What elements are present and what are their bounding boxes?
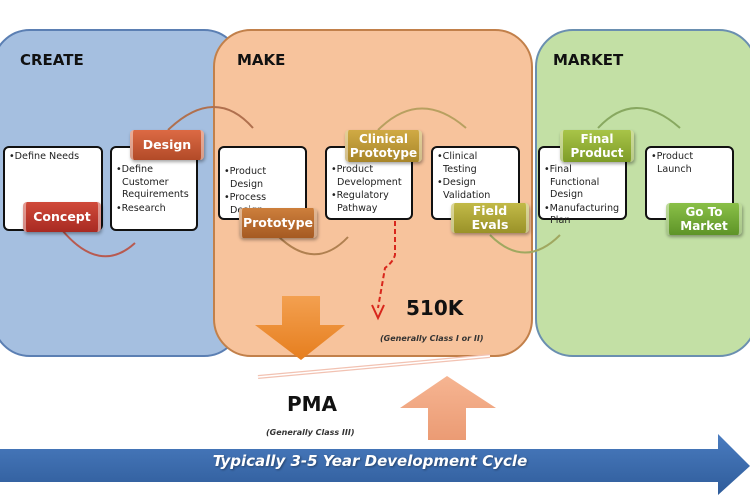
pma-down-arrow — [255, 296, 345, 360]
phase-title-create: CREATE — [20, 51, 84, 69]
step-item: Define Customer Requirements — [116, 164, 192, 202]
step-item: Final Functional Design — [544, 164, 621, 202]
phase-title-make: MAKE — [237, 51, 286, 69]
step-item: Research — [116, 203, 192, 216]
phase-title-market: MARKET — [553, 51, 624, 69]
step-item: Define Needs — [9, 151, 97, 164]
step-tag-concept: Concept — [23, 202, 101, 232]
arc-clinical-field — [377, 107, 467, 131]
arc-prototype-clinical — [277, 235, 349, 256]
timeline-label: Typically 3-5 Year Development Cycle — [212, 452, 528, 470]
timeline-arrow — [0, 434, 750, 495]
arc-field-final — [489, 234, 561, 254]
k510-up-arrow — [400, 376, 496, 440]
regulatory-dashed-arrow — [377, 205, 396, 309]
step-item: Product Launch — [651, 151, 728, 176]
step-item: Product Design — [224, 166, 301, 191]
arc-final-golaunch — [597, 107, 681, 129]
step-tag-prototype: Prototype — [239, 208, 317, 238]
step-tag-design: Design — [130, 130, 204, 160]
step-item: Manufacturing Plan — [544, 203, 621, 228]
step-tag-final-product: Final Product — [560, 130, 634, 162]
k510-note: (Generally Class I or II) — [380, 334, 484, 343]
pma-note: (Generally Class III) — [266, 428, 355, 437]
step-item: Design Validation — [437, 177, 514, 202]
dashed-arrowhead — [371, 304, 385, 321]
arc-design-prototype — [167, 106, 254, 131]
arc-concept-design — [61, 229, 136, 258]
pma-label: PMA — [287, 392, 338, 416]
step-tag-field-evals: Field Evals — [451, 203, 529, 233]
k510-label: 510K — [406, 296, 464, 320]
step-tag-clinical-prototype: Clinical Prototype — [345, 130, 422, 162]
step-item: Product Development — [331, 164, 407, 189]
step-item: Clinical Testing — [437, 151, 514, 176]
step-item: Regulatory Pathway — [331, 190, 407, 215]
step-tag-go-to-market: Go To Market — [666, 203, 742, 235]
